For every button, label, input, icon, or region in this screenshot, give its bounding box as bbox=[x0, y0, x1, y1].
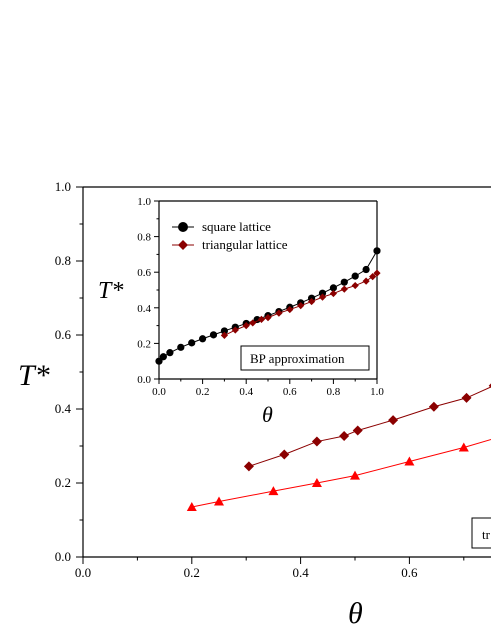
inset-annotation-text: BP approximation bbox=[250, 351, 345, 366]
inset-x-tick-label: 0.8 bbox=[327, 386, 341, 398]
inset-series-1-point bbox=[297, 302, 305, 310]
inset-series-0-point bbox=[188, 339, 196, 347]
main-series-0-point bbox=[428, 401, 439, 412]
inset-series-0-point bbox=[177, 343, 185, 351]
inset-tick-labels: 0.0 0.2 0.4 0.6 0.8 1.0 0.0 0.2 0.4 0.6 0.8 1.0 bbox=[137, 196, 384, 398]
inset-axes bbox=[154, 200, 378, 384]
inset-series-1-point bbox=[318, 293, 327, 301]
inset-y-tick-label: 0.2 bbox=[137, 338, 151, 350]
inset-x-tick-label: 0.0 bbox=[152, 386, 166, 398]
inset-series-0-point bbox=[373, 247, 381, 255]
inset-series-0-point bbox=[209, 331, 218, 339]
inset-x-tick-label: 0.6 bbox=[283, 386, 297, 398]
main-axes bbox=[76, 186, 491, 564]
inset-y-tick-label: 0.4 bbox=[137, 303, 151, 315]
inset-y-tick-label: 0.8 bbox=[137, 232, 151, 244]
inset-series-1-point bbox=[369, 273, 377, 281]
inset-series-1-point bbox=[264, 313, 272, 322]
main-annotation-box bbox=[471, 517, 491, 549]
inset-y-tick-label: 0.6 bbox=[137, 267, 151, 279]
main-series-0-point bbox=[488, 383, 491, 388]
main-series-0-point bbox=[279, 449, 290, 460]
main-series-0-point bbox=[339, 431, 350, 442]
inset-legend: square lattice triangular lattice bbox=[172, 219, 288, 252]
inset-series-1-point bbox=[220, 331, 228, 339]
inset-series-0-point bbox=[340, 278, 348, 286]
legend-square-label: square lattice bbox=[202, 219, 271, 234]
inset-series-1-point bbox=[329, 289, 337, 298]
main-y-tick-label: 0.2 bbox=[55, 475, 71, 490]
inset-series-0-point bbox=[329, 284, 337, 292]
inset-series-1-point bbox=[373, 269, 381, 277]
main-y-tick-label: 0.0 bbox=[55, 549, 71, 564]
main-series-1-point bbox=[404, 456, 415, 466]
inset-y-tick-label: 0.0 bbox=[137, 374, 151, 386]
main-y-tick-label: 1.0 bbox=[55, 179, 71, 194]
inset-series-1-point bbox=[286, 305, 294, 314]
main-series-1-point bbox=[268, 486, 279, 496]
main-x-tick-label: 0.6 bbox=[401, 565, 418, 580]
main-series-1-point bbox=[214, 496, 224, 506]
main-y-tick-label: 0.4 bbox=[55, 401, 72, 416]
inset-series-1-point bbox=[308, 297, 316, 306]
main-series-1-point bbox=[458, 442, 469, 452]
inset-x-tick-label: 0.2 bbox=[196, 386, 210, 398]
inset-series-0-point bbox=[159, 353, 167, 361]
inset-series-1-point bbox=[275, 309, 283, 317]
main-tick-labels: 0.0 0.2 0.4 0.6 0.0 0.2 0.4 0.6 0.8 1.0 bbox=[55, 179, 418, 580]
inset-series-0-point bbox=[220, 327, 228, 335]
main-y-axis-label: T* bbox=[18, 359, 50, 392]
main-series-0-point bbox=[311, 436, 322, 447]
inset-series-0-point bbox=[362, 265, 370, 274]
legend-square-marker bbox=[178, 222, 188, 232]
inset-series-0-point bbox=[318, 289, 327, 297]
inset-x-tick-label: 1.0 bbox=[370, 386, 384, 398]
inset-series-1-point bbox=[242, 322, 250, 330]
main-x-tick-label: 0.2 bbox=[184, 565, 200, 580]
inset-x-axis-label: θ bbox=[262, 402, 273, 427]
legend-triangular-marker bbox=[178, 240, 188, 250]
main-y-tick-label: 0.6 bbox=[55, 327, 72, 342]
main-series-0-point bbox=[461, 392, 472, 403]
main-x-tick-label: 0.0 bbox=[75, 565, 91, 580]
inset-series-1-point bbox=[249, 319, 257, 327]
main-series-1-point bbox=[186, 502, 197, 512]
inset-series-0-point bbox=[155, 357, 163, 365]
inset-y-tick-label: 1.0 bbox=[137, 196, 151, 208]
main-series-1-point bbox=[350, 470, 360, 480]
inset-y-axis-label: T* bbox=[98, 278, 123, 304]
main-y-tick-label: 0.8 bbox=[55, 253, 71, 268]
inset-series-0-point bbox=[166, 349, 174, 357]
inset-series-1-point bbox=[257, 315, 266, 323]
inset-series-1-point bbox=[351, 281, 359, 290]
main-series-0-point bbox=[388, 415, 399, 426]
main-series-1-point bbox=[311, 478, 322, 487]
inset-series bbox=[155, 247, 381, 365]
main-annotation-text: tr bbox=[482, 527, 491, 542]
inset-series-0-point bbox=[199, 335, 207, 343]
main-x-tick-label: 0.4 bbox=[292, 565, 309, 580]
inset-annotation-box bbox=[240, 345, 370, 371]
main-series bbox=[186, 383, 491, 512]
inset-series-1-point bbox=[362, 277, 370, 285]
main-series-0-point bbox=[243, 461, 254, 472]
main-series-1-line bbox=[191, 438, 491, 508]
inset-x-tick-label: 0.4 bbox=[239, 386, 253, 398]
inset-series-0-point bbox=[351, 272, 359, 280]
main-series-0-point bbox=[352, 425, 363, 436]
inset-series-1-point bbox=[231, 326, 239, 334]
inset-series-1-point bbox=[340, 285, 348, 293]
legend-triangular-label: triangular lattice bbox=[202, 237, 288, 252]
main-x-axis-label: θ bbox=[348, 597, 363, 630]
